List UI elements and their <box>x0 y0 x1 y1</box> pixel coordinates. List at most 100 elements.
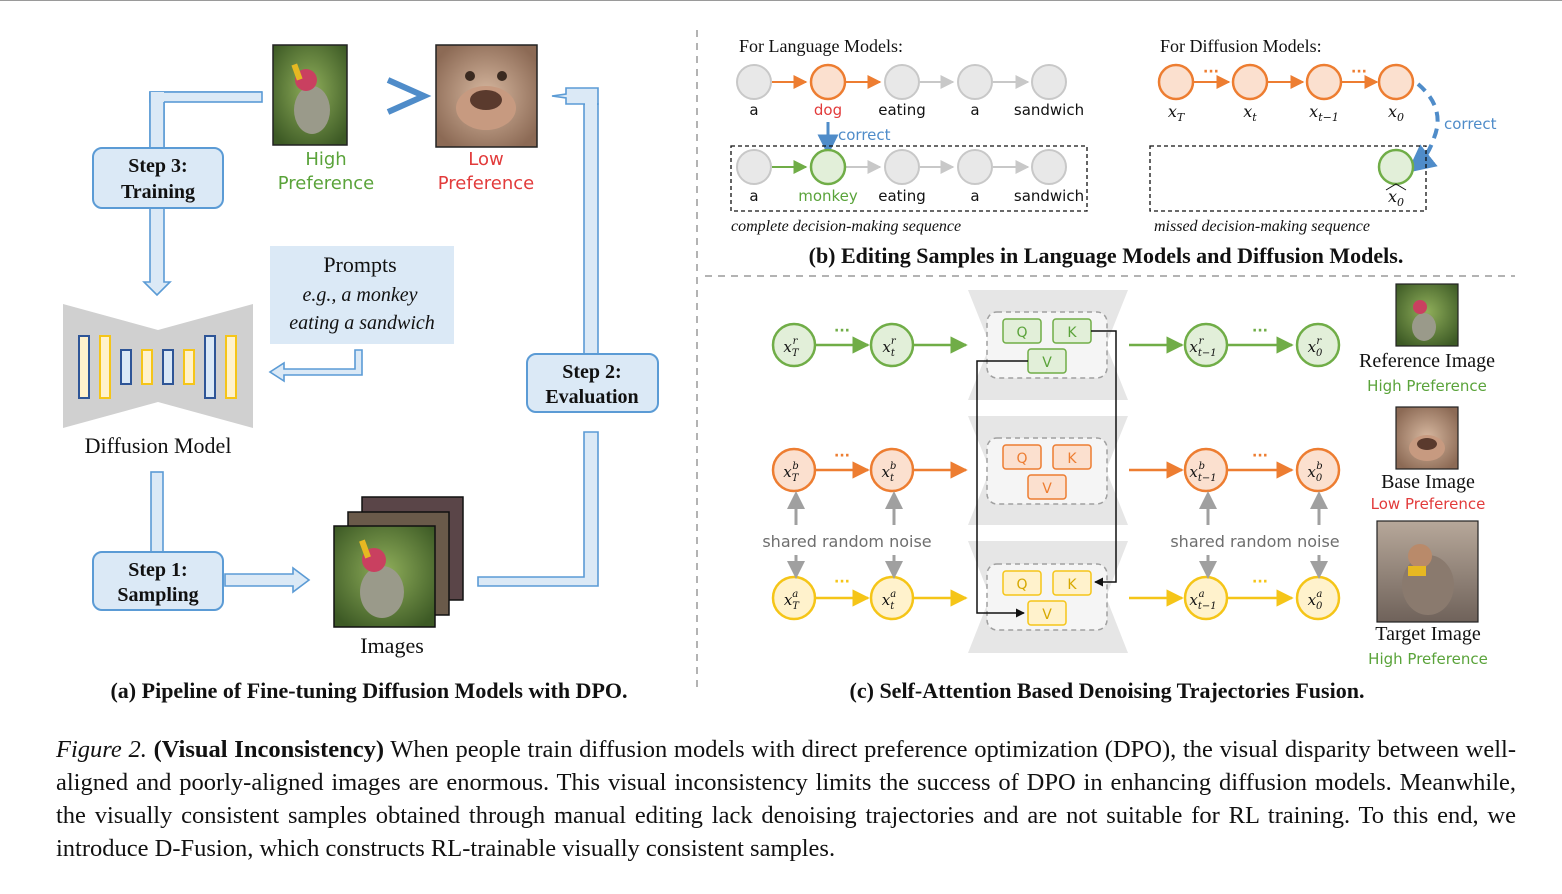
high-preference-image <box>272 44 348 146</box>
prompts-line2: eating a sandwich <box>289 312 435 334</box>
sampling-arrow-shaft <box>150 471 164 553</box>
diffusion-model-label: Diffusion Model <box>85 433 232 458</box>
node-label: x0a <box>1308 589 1323 612</box>
figure-canvas: Step 3: Training High Preference Low Pre… <box>63 30 1515 703</box>
dm-dots: ··· <box>1203 64 1219 80</box>
reference-pref-label: High Preference <box>1367 377 1487 395</box>
dots-ref: ··· <box>1252 323 1268 339</box>
missed-seq-label: missed decision-making sequence <box>1154 218 1370 235</box>
lm-node <box>809 63 847 101</box>
step3-line1: Step 3: <box>128 155 187 177</box>
correct-label-dm: correct <box>1444 115 1497 133</box>
dm-title: For Diffusion Models: <box>1160 36 1322 56</box>
lm-node <box>1031 64 1067 100</box>
dm-node <box>1231 63 1269 101</box>
lm-node <box>884 64 920 100</box>
reference-image-label: Reference Image <box>1359 350 1495 372</box>
figure-caption-label: Figure 2. <box>56 736 147 763</box>
panel-b-caption: (b) Editing Samples in Language Models a… <box>809 243 1404 268</box>
figure-caption: Figure 2. (Visual Inconsistency) When pe… <box>56 733 1516 865</box>
dots-base: ··· <box>1252 448 1268 464</box>
ref-node <box>869 322 915 368</box>
prompts-box <box>270 246 454 344</box>
evaluation-arrow-vertical <box>583 103 599 355</box>
base-image <box>1395 406 1459 470</box>
node-label: xTb <box>783 461 799 484</box>
node-label: xtb <box>882 461 897 484</box>
figure-caption-text: When people train diffusion models with … <box>56 736 1517 862</box>
node-label: xTa <box>784 589 800 612</box>
evaluation-arrow-bottom <box>477 431 599 587</box>
lm-bottom-token: monkey <box>798 187 858 205</box>
v-transfer-line <box>976 360 1028 618</box>
node-label: x0r <box>1308 336 1323 359</box>
correct-label-lm: correct <box>838 126 891 144</box>
lm-top-token: sandwich <box>1014 101 1084 119</box>
q-label-ref: Q <box>1016 325 1027 341</box>
dm-label-x0: x0 <box>1388 102 1404 124</box>
dm-node <box>1377 63 1415 101</box>
low-pref-line2: Preference <box>438 173 535 194</box>
training-arrow-down <box>142 207 172 297</box>
dm-missed-box <box>1149 145 1427 212</box>
lm-bottom-token: a <box>970 187 979 205</box>
shared-noise-right: shared random noise <box>1170 532 1339 551</box>
lm-top-token: dog <box>814 101 842 119</box>
panel-c: Q K V Q K V Q K V ··· ··· <box>762 283 1495 703</box>
lm-title: For Language Models: <box>739 36 903 56</box>
target-image <box>1376 520 1479 623</box>
lm-bottom-token: a <box>749 187 758 205</box>
diffusion-model-icon <box>63 304 253 428</box>
node-label: xtr <box>882 336 897 359</box>
sampled-images-stack <box>333 496 464 628</box>
target-pref-label: High Preference <box>1368 650 1488 668</box>
step2-line2: Evaluation <box>545 386 638 408</box>
ref-node <box>771 322 817 368</box>
high-pref-line2: Preference <box>278 173 375 194</box>
dots-target: ··· <box>1252 574 1268 590</box>
base-image-label: Base Image <box>1381 471 1475 493</box>
lm-complete-box <box>730 145 1088 212</box>
node-label: xta <box>882 589 897 612</box>
complete-seq-label: complete decision-making sequence <box>731 218 961 235</box>
lm-node <box>957 64 993 100</box>
step3-line2: Training <box>121 181 195 203</box>
figure-caption-bold: (Visual Inconsistency) <box>153 736 385 763</box>
shared-noise-left: shared random noise <box>762 532 931 551</box>
low-preference-image <box>435 44 538 148</box>
lm-top-token: a <box>749 101 758 119</box>
reference-image <box>1395 283 1459 347</box>
panel-c-caption: (c) Self-Attention Based Denoising Traje… <box>850 678 1365 703</box>
high-pref-line1: High <box>305 149 346 170</box>
step2-box <box>526 353 659 413</box>
v-label-target: V <box>1042 607 1052 623</box>
lm-bottom-token: eating <box>878 187 926 205</box>
dm-dots: ··· <box>1351 64 1367 80</box>
dm-node <box>1157 63 1195 101</box>
top-rule <box>0 0 1562 1</box>
hat-icon <box>1385 183 1407 191</box>
dm-label-xt: xt <box>1243 102 1257 124</box>
dots-target: ··· <box>834 574 850 590</box>
base-pref-label: Low Preference <box>1371 495 1486 513</box>
step3-box <box>92 147 224 209</box>
sampling-arrow-right <box>224 566 311 594</box>
dm-node <box>1305 63 1343 101</box>
step2-line1: Step 2: <box>562 361 621 383</box>
dm-node <box>1377 148 1415 186</box>
prompt-arrow <box>268 349 363 383</box>
k-label-base: K <box>1067 451 1077 467</box>
greater-than-icon <box>386 77 432 115</box>
step1-line1: Step 1: <box>128 559 187 581</box>
lm-node <box>736 149 772 185</box>
dots-ref: ··· <box>834 323 850 339</box>
lm-node <box>736 64 772 100</box>
panel-a-caption: (a) Pipeline of Fine-tuning Diffusion Mo… <box>110 678 627 703</box>
low-pref-line1: Low <box>468 149 503 170</box>
k-label-ref: K <box>1067 325 1077 341</box>
q-label-target: Q <box>1016 577 1027 593</box>
node-label: x0b <box>1307 461 1322 484</box>
k-transfer-line <box>1091 330 1117 587</box>
panel-a: Step 3: Training High Preference Low Pre… <box>63 44 659 703</box>
training-arrow-shaft-h <box>149 91 263 103</box>
